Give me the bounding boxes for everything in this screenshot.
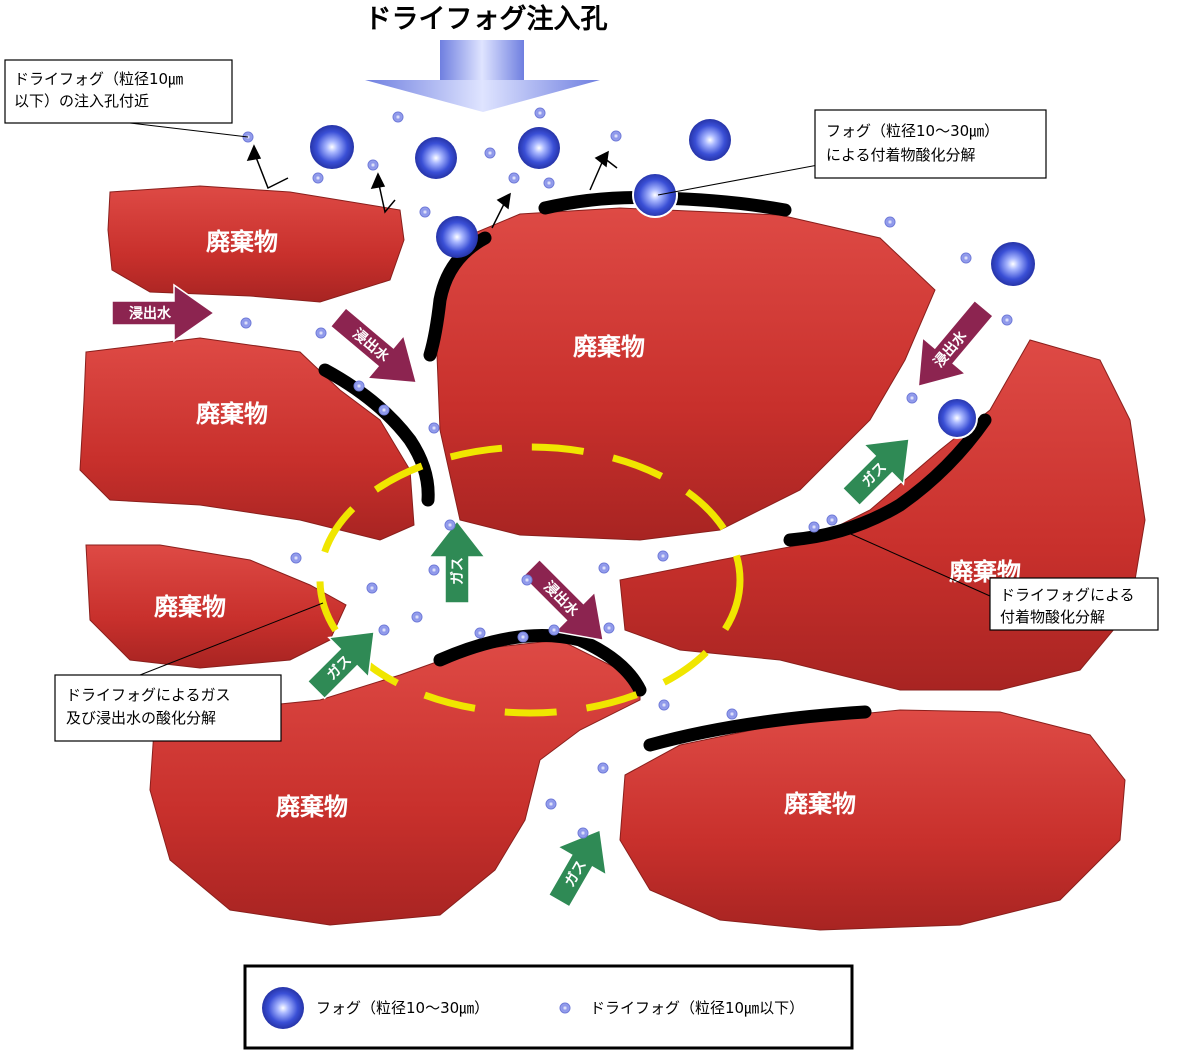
dryfog-particle	[548, 624, 560, 636]
fog-particles	[310, 119, 1035, 439]
callout-fog-line-2: による付着物酸化分解	[826, 146, 976, 164]
reaction-zone-ring	[316, 443, 744, 717]
waste-block-1	[107, 185, 405, 303]
dryfog-particle	[521, 574, 533, 586]
fog-particle	[415, 137, 457, 179]
leachate-arrow-1: 浸出水	[111, 283, 216, 343]
dryfog-particle	[517, 631, 529, 643]
legend: フォグ（粒径10～30㎛） ドライフォグ（粒径10㎛以下）	[243, 964, 854, 1050]
dryfog-particle	[411, 611, 423, 623]
diagram-title: ドライフォグ注入孔	[365, 3, 608, 35]
dryfog-particle	[392, 111, 404, 123]
dryfog-particle	[598, 562, 610, 574]
dryfog-particle	[960, 252, 972, 264]
dryfog-particle	[906, 392, 918, 404]
dryfog-particle	[534, 107, 546, 119]
dryfog-particle	[545, 798, 557, 810]
dryfog-particle	[378, 624, 390, 636]
crust-right	[783, 413, 992, 547]
dryfog-particle	[428, 564, 440, 576]
dryfog-particle	[884, 216, 896, 228]
fog-particle	[518, 127, 560, 169]
dryfog-particle	[484, 147, 496, 159]
callout-dryfog-line-2: 付着物酸化分解	[1000, 608, 1105, 626]
callout-dryfog-line-1: ドライフォグによる	[1000, 586, 1135, 604]
waste-blocks: 廃棄物 廃棄物 廃棄物 廃棄物 廃棄物 廃棄物 廃棄物	[79, 185, 1146, 931]
callout-gas-line-1: ドライフォグによるガス	[66, 686, 231, 704]
dryfog-particle	[826, 514, 838, 526]
callout-gas-line-2: 及び浸出水の酸化分解	[66, 709, 216, 727]
waste-block-4	[85, 544, 347, 669]
dryfog-particle	[808, 521, 820, 533]
legend-dryfog-icon	[559, 1002, 571, 1014]
waste-label-7: 廃棄物	[784, 790, 856, 818]
dryfog-particle	[366, 582, 378, 594]
dryfog-particle	[444, 519, 456, 531]
gas-arrow-1: ガス	[427, 519, 487, 604]
gas-label-1: ガス	[450, 557, 466, 585]
crust-bottom-center	[433, 629, 647, 697]
dryfog-particle	[658, 699, 670, 711]
fog-particle	[689, 119, 731, 161]
dryfog-particle	[312, 172, 324, 184]
fog-particle	[436, 216, 478, 258]
dryfog-particle	[378, 404, 390, 416]
fog-particle	[310, 125, 354, 169]
crust-left-lower	[318, 363, 435, 507]
dryfog-particle	[474, 627, 486, 639]
waste-block-7	[619, 709, 1126, 931]
injection-arrow	[365, 40, 600, 112]
legend-fog-icon	[262, 987, 304, 1029]
waste-label-4: 廃棄物	[154, 593, 226, 621]
dryfog-particle	[543, 177, 555, 189]
dryfog-particle	[1001, 314, 1013, 326]
dryfog-particle	[577, 827, 589, 839]
fog-particle	[991, 242, 1035, 286]
waste-block-2	[79, 337, 415, 541]
escape-arrows	[246, 144, 618, 229]
crust-bottom-right	[643, 705, 872, 752]
waste-label-3: 廃棄物	[573, 333, 645, 361]
fog-particle	[936, 397, 978, 439]
waste-block-3	[435, 207, 936, 541]
callout-injection: ドライフォグ（粒径10㎛ 以下）の注入孔付近	[4, 59, 249, 138]
waste-label-1: 廃棄物	[206, 228, 278, 256]
callout-injection-line-2: 以下）の注入孔付近	[14, 92, 149, 110]
dryfog-particle	[508, 172, 520, 184]
callout-fog-line-1: フォグ（粒径10～30㎛）	[826, 122, 999, 140]
dryfog-particle	[367, 159, 379, 171]
waste-label-6: 廃棄物	[276, 793, 348, 821]
dryfog-particle	[726, 708, 738, 720]
waste-label-2: 廃棄物	[196, 400, 268, 428]
callout-dryfog-decomp: ドライフォグによる 付着物酸化分解	[834, 526, 1159, 631]
callout-fog-decomp: フォグ（粒径10～30㎛） による付着物酸化分解	[657, 109, 1047, 196]
legend-dryfog-label: ドライフォグ（粒径10㎛以下）	[590, 999, 804, 1017]
callout-injection-line-1: ドライフォグ（粒径10㎛	[14, 70, 183, 88]
dryfog-particle	[290, 552, 302, 564]
dryfog-particle	[657, 550, 669, 562]
dryfog-particle	[603, 622, 615, 634]
dryfog-particle	[610, 130, 622, 142]
dryfog-particle	[315, 327, 327, 339]
leachate-label-1: 浸出水	[129, 305, 172, 322]
dryfog-particle	[428, 422, 440, 434]
callout-gas-leach: ドライフォグによるガス 及び浸出水の酸化分解	[54, 602, 324, 742]
legend-fog-label: フォグ（粒径10～30㎛）	[316, 999, 489, 1017]
fog-particle	[632, 172, 678, 218]
dryfog-particle	[240, 317, 252, 329]
dryfog-particle	[353, 380, 365, 392]
dryfog-particle	[419, 206, 431, 218]
dryfog-particle	[597, 762, 609, 774]
dryfog-particles	[240, 107, 1013, 839]
